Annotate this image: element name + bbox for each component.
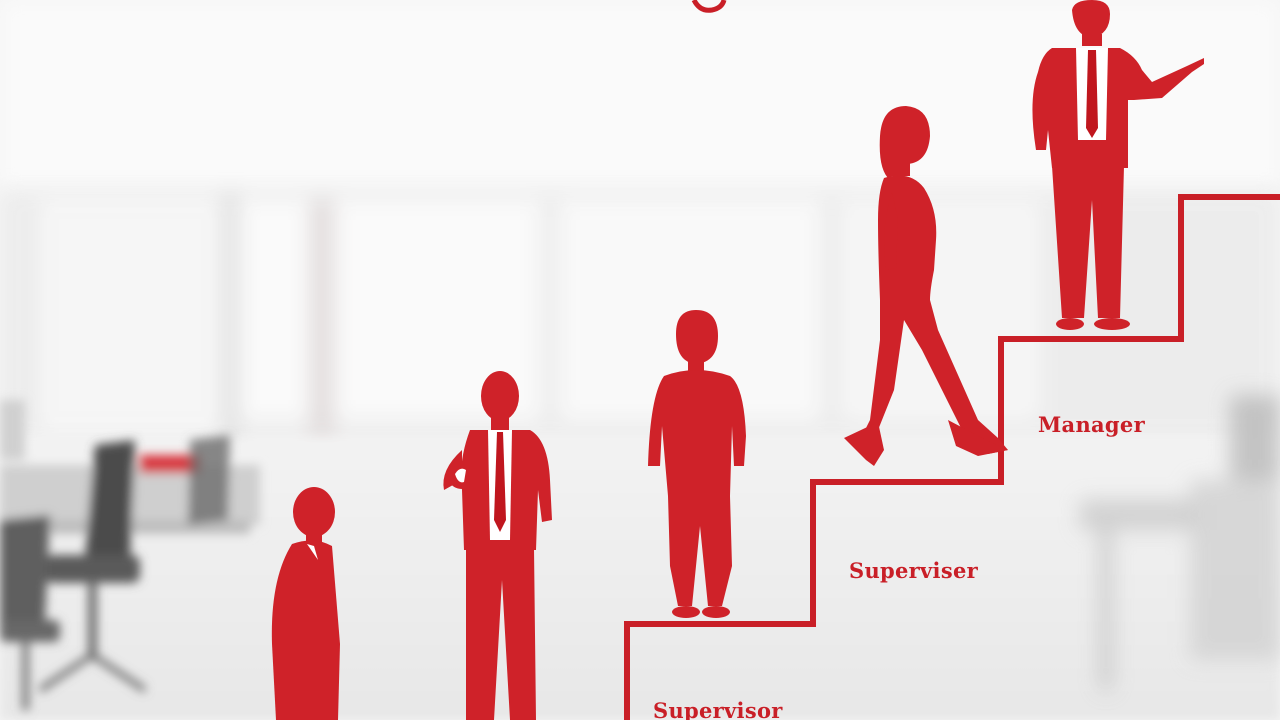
man-silhouette-left — [271, 487, 340, 720]
cropped-title-fragment — [691, 0, 727, 13]
woman-silhouette-standing — [648, 310, 746, 618]
man-silhouette-top-pointing — [1032, 0, 1204, 330]
woman-silhouette-walking — [844, 106, 1008, 466]
man-silhouette-suit — [443, 371, 552, 720]
step-label-superviser: Superviser — [849, 558, 978, 583]
step-label-supervisor: Supervisor — [653, 698, 783, 720]
step-label-manager: Manager — [1038, 412, 1145, 437]
